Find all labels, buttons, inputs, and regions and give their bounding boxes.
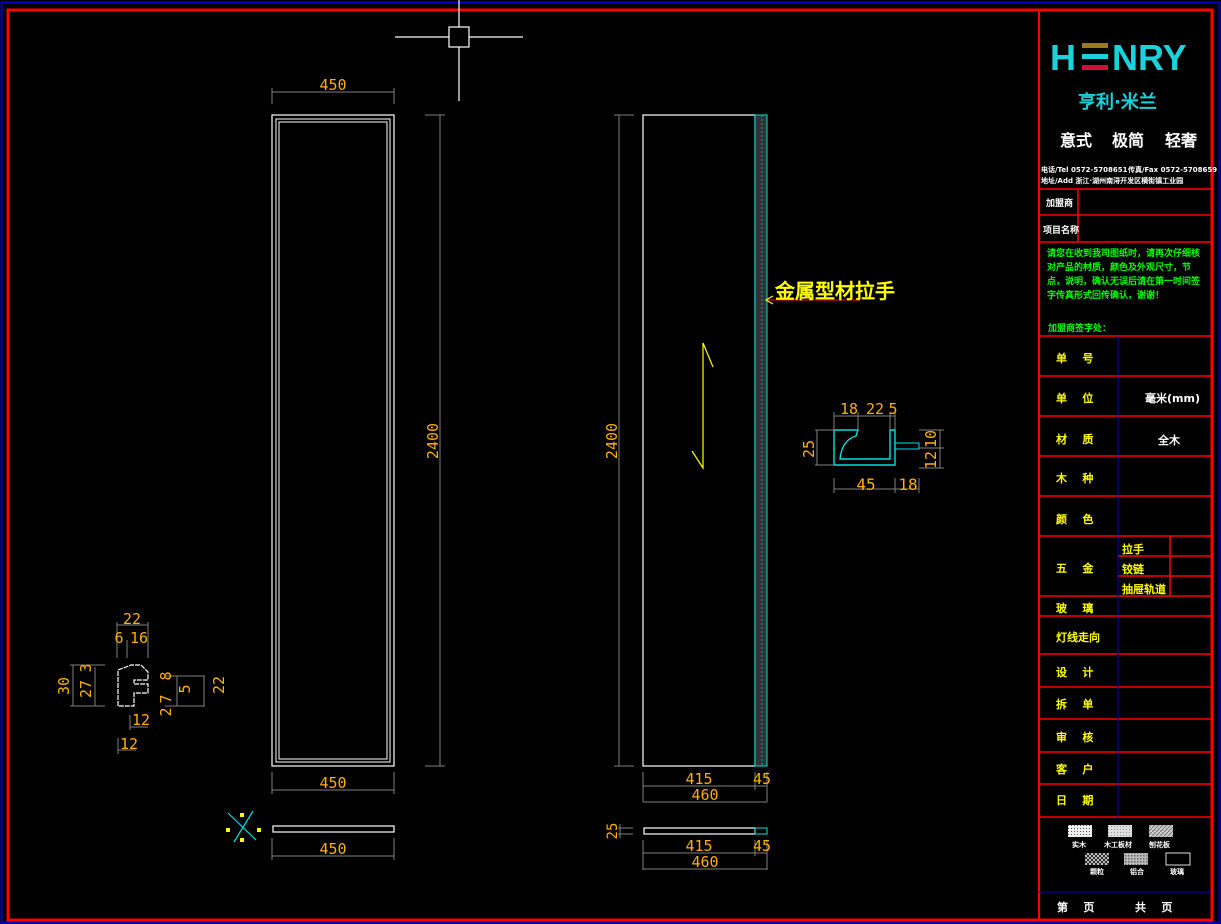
right-width-total-label: 460 bbox=[691, 786, 718, 804]
left-panel-section bbox=[272, 825, 395, 833]
legend-label-particleboard: 刨花板 bbox=[1149, 841, 1170, 849]
row-label-light-wiring: 灯线走向 bbox=[1056, 631, 1100, 644]
handle-dim-18-bottom: 18 bbox=[898, 475, 917, 494]
contact-address: 地址/Add 浙江·湖州南浔开发区横街镇工业园 bbox=[1041, 177, 1184, 185]
legend-label-solid-wood: 实木 bbox=[1072, 841, 1086, 849]
handle-dim-18-top: 18 bbox=[840, 400, 858, 418]
edge-profile-detail bbox=[70, 622, 205, 754]
row-label-color: 颜 色 bbox=[1056, 513, 1094, 526]
edge-dim-22-right: 22 bbox=[210, 676, 228, 694]
legend-swatch-aluminum bbox=[1124, 853, 1148, 865]
material-legend bbox=[1068, 825, 1191, 866]
edge-dim-6: 6 bbox=[114, 629, 123, 647]
page-total-label: 共 页 bbox=[1135, 901, 1173, 914]
slogan-2: 极简 bbox=[1112, 131, 1145, 150]
edge-dim-12-b: 12 bbox=[120, 735, 138, 753]
snap-marker-icon bbox=[226, 810, 261, 843]
handle-dim-22: 22 bbox=[866, 400, 884, 418]
edge-dim-22-top: 22 bbox=[123, 610, 141, 628]
row-value-unit: 毫米(mm) bbox=[1145, 392, 1200, 405]
edge-dim-16: 16 bbox=[130, 629, 148, 647]
contact-fax: 传真/Fax 0572-5708659 bbox=[1128, 166, 1218, 174]
hardware-handle: 拉手 bbox=[1122, 543, 1144, 556]
row-label-hardware: 五 金 bbox=[1056, 562, 1094, 575]
legend-label-blockboard: 木工板材 bbox=[1104, 841, 1132, 849]
row-label-design: 设 计 bbox=[1056, 666, 1094, 679]
project-label: 项目名称 bbox=[1043, 226, 1080, 236]
right-panel-section bbox=[643, 827, 768, 835]
opening-direction-symbol bbox=[691, 342, 714, 471]
brand-cn: 亨利·米兰 bbox=[1078, 92, 1157, 113]
edge-dim-3: 3 bbox=[77, 663, 95, 672]
page-number-label: 第 页 bbox=[1057, 901, 1095, 914]
legend-swatch-solid-wood bbox=[1068, 825, 1092, 837]
right-panel-elevation bbox=[642, 114, 768, 767]
handle-dim-10: 10 bbox=[922, 430, 940, 448]
title-block-grid bbox=[1039, 188, 1211, 818]
notice-text: 请您在收到我司图纸时，请再次仔细核对产品的材质，颜色及外观尺寸，节点，说明，确认… bbox=[1047, 249, 1201, 301]
legend-swatch-glass bbox=[1165, 852, 1191, 866]
left-panel-elevation bbox=[271, 114, 395, 767]
legend-label-glass: 玻璃 bbox=[1170, 868, 1184, 876]
handle-dim-12: 12 bbox=[922, 451, 940, 469]
edge-dim-8: 8 bbox=[157, 671, 175, 680]
left-section-width-label: 450 bbox=[319, 840, 346, 858]
edge-dim-5: 5 bbox=[176, 684, 194, 693]
right-section-b-label: 45 bbox=[753, 837, 771, 855]
legend-swatch-particleboard bbox=[1149, 825, 1173, 837]
logo-letter-h: H bbox=[1050, 37, 1076, 78]
left-height-label: 2400 bbox=[424, 423, 442, 459]
right-panel-dimensions bbox=[614, 114, 768, 870]
logo-letters-nry: NRY bbox=[1112, 37, 1187, 78]
edge-dim-12-a: 12 bbox=[132, 711, 150, 729]
legend-swatch-blockboard bbox=[1108, 825, 1132, 837]
callout-label: 金属型材拉手 bbox=[774, 279, 895, 303]
handle-dim-5: 5 bbox=[888, 400, 897, 418]
row-label-glass: 玻 璃 bbox=[1056, 602, 1094, 615]
right-section-thickness-label: 25 bbox=[605, 823, 621, 840]
slogan-1: 意式 bbox=[1060, 131, 1093, 150]
row-label-split: 拆 单 bbox=[1056, 698, 1094, 711]
hardware-drawer-rail: 抽屉轨道 bbox=[1122, 583, 1166, 596]
left-width-top-label: 450 bbox=[319, 76, 346, 94]
handle-profile-detail bbox=[815, 412, 944, 493]
right-section-total-label: 460 bbox=[691, 853, 718, 871]
edge-dim-30: 30 bbox=[55, 677, 73, 695]
row-label-review: 审 核 bbox=[1056, 731, 1094, 744]
left-panel-dimensions bbox=[271, 88, 445, 860]
contact-tel: 电话/Tel 0572-5708651 bbox=[1041, 166, 1128, 174]
callout-leader bbox=[764, 295, 860, 305]
row-value-material: 全木 bbox=[1158, 434, 1180, 447]
right-section-a-label: 415 bbox=[685, 837, 712, 855]
legend-swatch-granule bbox=[1085, 853, 1109, 865]
row-label-customer: 客 户 bbox=[1056, 763, 1094, 776]
right-width-b-label: 45 bbox=[753, 770, 771, 788]
sign-label: 加盟商签字处： bbox=[1048, 324, 1112, 334]
row-label-order-no: 单 号 bbox=[1056, 352, 1094, 365]
handle-dim-45: 45 bbox=[856, 475, 875, 494]
hardware-hinge: 铰链 bbox=[1122, 563, 1144, 576]
right-height-label: 2400 bbox=[603, 423, 621, 459]
dealer-label: 加盟商 bbox=[1046, 199, 1074, 209]
right-width-a-label: 415 bbox=[685, 770, 712, 788]
henry-logo: H NRY bbox=[1050, 37, 1187, 78]
inner-frame bbox=[6, 8, 1214, 922]
slogan-3: 轻奢 bbox=[1165, 131, 1198, 150]
row-label-material: 材 质 bbox=[1056, 433, 1094, 446]
crosshair-cursor-icon bbox=[395, 0, 523, 101]
left-width-bottom-label: 450 bbox=[319, 774, 346, 792]
edge-dim-7: 7 bbox=[157, 694, 175, 703]
legend-label-granule: 颗粒 bbox=[1090, 868, 1104, 876]
edge-dim-27: 27 bbox=[77, 680, 95, 698]
legend-label-aluminum: 铝合 bbox=[1130, 868, 1144, 876]
handle-dim-25: 25 bbox=[800, 440, 818, 458]
row-label-unit: 单 位 bbox=[1056, 392, 1094, 405]
row-label-wood: 木 种 bbox=[1056, 472, 1094, 485]
row-label-date: 日 期 bbox=[1056, 794, 1094, 807]
edge-dim-2: 2 bbox=[157, 707, 175, 716]
